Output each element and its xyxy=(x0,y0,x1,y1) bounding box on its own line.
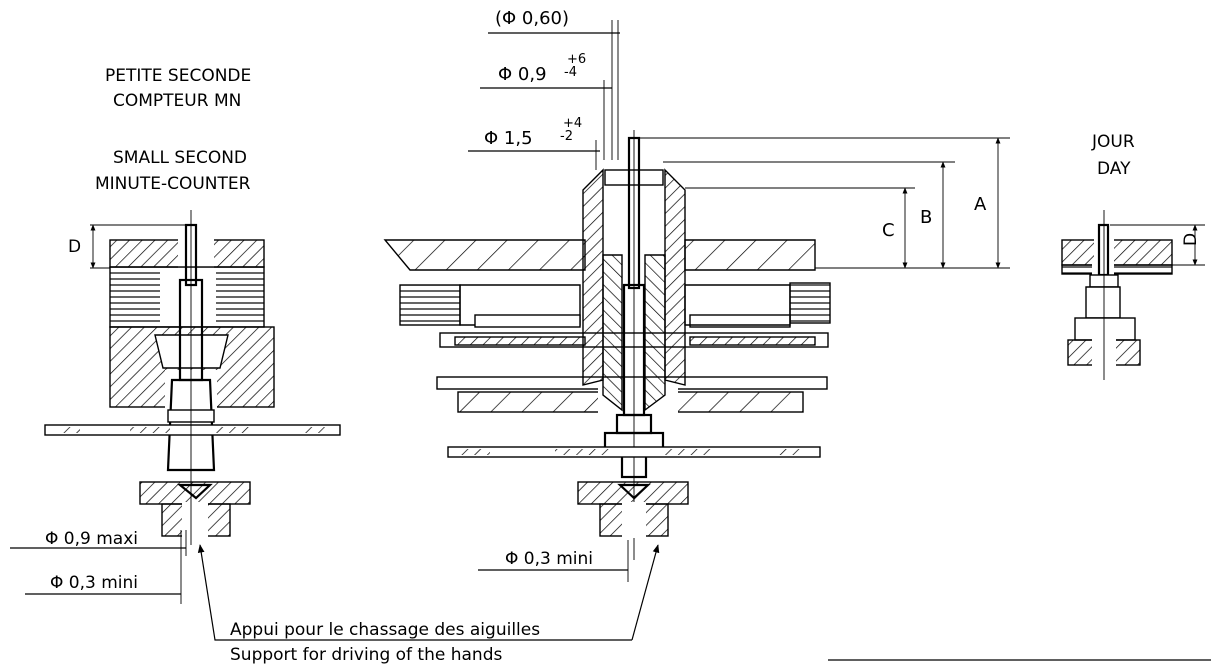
center-top-callouts: (Φ 0,60) Φ 0,9 +6 -4 Φ 1,5 +4 -2 xyxy=(468,8,620,170)
dim-a: A xyxy=(974,194,987,215)
right-title-fr: JOUR xyxy=(1091,132,1135,152)
center-dia-03-mini: Φ 0,3 mini xyxy=(505,549,593,569)
left-diameter-callouts: Φ 0,9 maxi Φ 0,3 mini xyxy=(10,529,187,604)
small-second-assembly: D xyxy=(44,210,341,545)
dim-d-right: D xyxy=(1181,233,1201,246)
left-title-fr-2: COMPTEUR MN xyxy=(113,91,241,111)
dia-09-tol-plus: +6 xyxy=(567,52,586,67)
day-assembly: D xyxy=(1061,210,1205,380)
left-title-en-1: SMALL SECOND xyxy=(113,148,247,168)
right-title-en: DAY xyxy=(1097,159,1131,179)
dim-c: C xyxy=(882,220,895,241)
dia-09: Φ 0,9 xyxy=(498,64,547,85)
dia-09-tol-minus: -4 xyxy=(564,65,577,80)
left-title-en-2: MINUTE-COUNTER xyxy=(95,174,251,194)
dia-15: Φ 1,5 xyxy=(484,128,533,149)
left-title-fr-1: PETITE SECONDE xyxy=(105,66,251,86)
dia-15-tol-plus: +4 xyxy=(563,116,582,131)
support-leader xyxy=(197,544,660,641)
left-dia-03-mini: Φ 0,3 mini xyxy=(50,573,138,593)
left-dia-09-maxi: Φ 0,9 maxi xyxy=(45,529,138,549)
abc-dimensions: A B C xyxy=(634,137,1010,269)
center-bottom-callout: Φ 0,3 mini xyxy=(478,540,629,582)
dim-d-left: D xyxy=(68,237,81,257)
support-note-fr: Appui pour le chassage des aiguilles xyxy=(230,620,540,640)
dia-060: (Φ 0,60) xyxy=(495,8,569,29)
center-assembly xyxy=(383,130,831,560)
dim-b: B xyxy=(920,207,932,228)
dia-15-tol-minus: -2 xyxy=(560,129,573,144)
support-note-en: Support for driving of the hands xyxy=(230,645,502,665)
